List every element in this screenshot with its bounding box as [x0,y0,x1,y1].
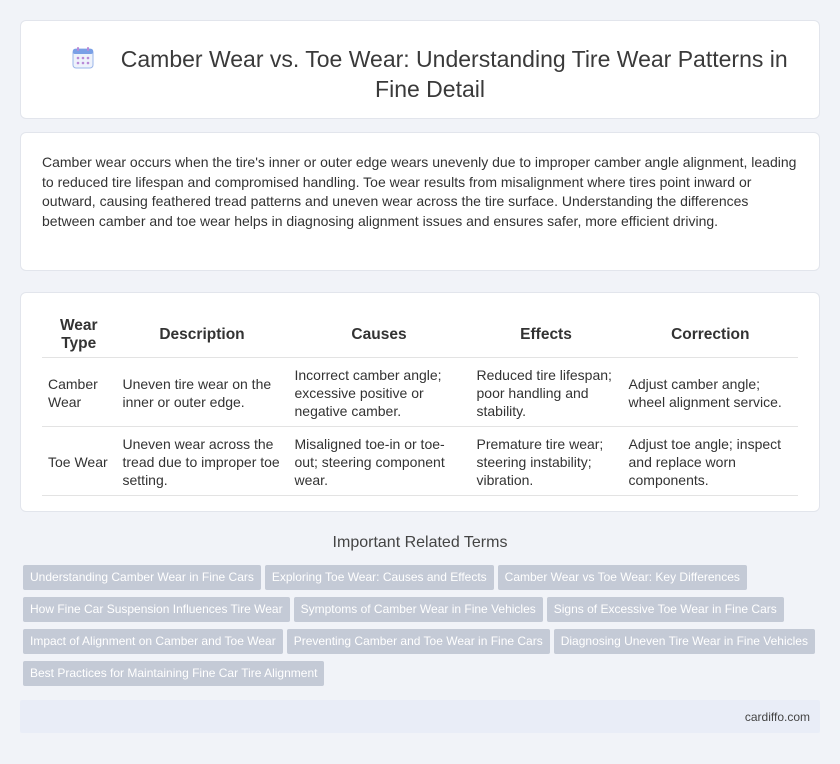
calendar-grid-icon [72,47,94,69]
cell-description: Uneven tire wear on the inner or outer e… [115,357,288,427]
footer: cardiffo.com [20,700,820,733]
table-header-row: Wear Type Description Causes Effects Cor… [42,315,798,358]
cell-effects: Reduced tire lifespan; poor handling and… [469,357,622,427]
related-term-link[interactable]: Exploring Toe Wear: Causes and Effects [264,565,494,590]
related-term-link[interactable]: Symptoms of Camber Wear in Fine Vehicles [293,597,543,622]
cell-wear-type: Toe Wear [42,426,116,496]
header-correction: Correction [621,315,798,358]
header-card: Camber Wear vs. Toe Wear: Understanding … [20,20,820,119]
related-term-link[interactable]: Camber Wear vs Toe Wear: Key Differences [497,565,747,590]
table-row: Camber Wear Uneven tire wear on the inne… [42,357,798,427]
cell-effects: Premature tire wear; steering instabilit… [469,426,622,496]
related-term-link[interactable]: Preventing Camber and Toe Wear in Fine C… [286,629,550,654]
related-term-link[interactable]: Impact of Alignment on Camber and Toe We… [23,629,283,654]
footer-site-link[interactable]: cardiffo.com [744,710,810,724]
cell-correction: Adjust toe angle; inspect and replace wo… [621,426,798,496]
intro-paragraph: Camber wear occurs when the tire's inner… [42,154,797,229]
related-term-link[interactable]: Signs of Excessive Toe Wear in Fine Cars [546,597,784,622]
related-terms-heading: Important Related Terms [332,534,508,551]
header-wear-type: Wear Type [42,315,116,358]
related-term-link[interactable]: How Fine Car Suspension Influences Tire … [23,597,290,622]
comparison-table-card: Wear Type Description Causes Effects Cor… [20,292,820,512]
cell-causes: Incorrect camber angle; excessive positi… [287,357,470,427]
table-row: Toe Wear Uneven wear across the tread du… [42,426,798,496]
comparison-table: Wear Type Description Causes Effects Cor… [42,315,798,496]
header-causes: Causes [287,315,470,358]
header-description: Description [115,315,288,358]
related-term-link[interactable]: Understanding Camber Wear in Fine Cars [23,565,261,590]
cell-wear-type: Camber Wear [42,357,116,427]
title-wrap: Camber Wear vs. Toe Wear: Understanding … [61,44,799,104]
cell-correction: Adjust camber angle; wheel alignment ser… [621,357,798,427]
intro-card: Camber wear occurs when the tire's inner… [20,132,820,271]
cell-causes: Misaligned toe-in or toe-out; steering c… [287,426,470,496]
cell-description: Uneven wear across the tread due to impr… [115,426,288,496]
page-title: Camber Wear vs. Toe Wear: Understanding … [120,46,788,102]
related-term-link[interactable]: Best Practices for Maintaining Fine Car … [23,661,325,686]
related-term-link[interactable]: Diagnosing Uneven Tire Wear in Fine Vehi… [553,629,815,654]
header-effects: Effects [469,315,622,358]
